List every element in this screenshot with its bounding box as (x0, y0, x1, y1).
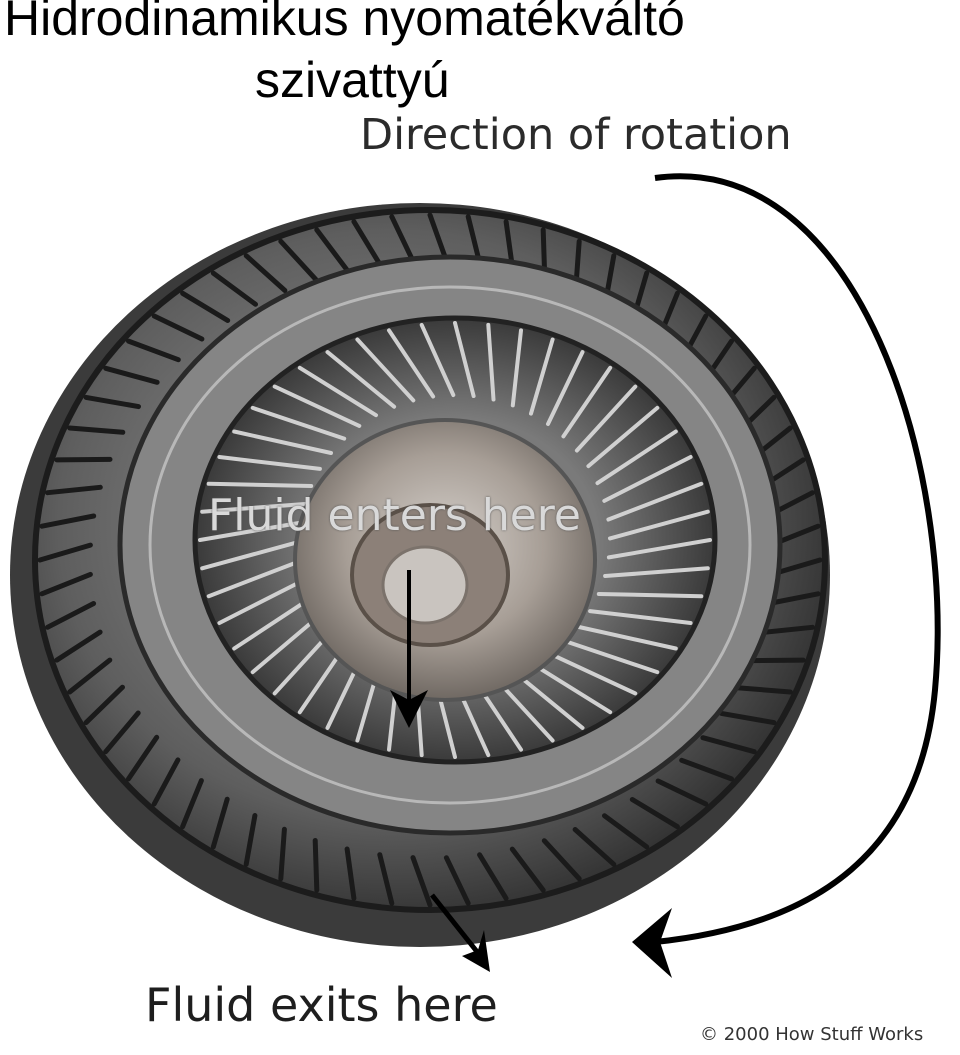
outer-vane (443, 855, 471, 906)
inner-blade (606, 538, 712, 560)
inner-blade (297, 365, 378, 418)
outer-vane (67, 657, 113, 695)
outer-vane (734, 685, 793, 695)
outer-vane (54, 629, 103, 663)
outer-vane (103, 365, 160, 385)
inner-blade (603, 566, 710, 578)
outer-vane (45, 601, 97, 630)
inner-blade (206, 558, 304, 599)
inner-blade (250, 405, 347, 441)
inner-blade (595, 429, 678, 486)
outer-vane (39, 513, 97, 529)
inner-blade (586, 405, 660, 469)
inner-blade (217, 455, 322, 471)
outer-vane (655, 778, 709, 807)
inner-blade (232, 429, 333, 455)
outer-vane (312, 838, 320, 893)
inner-blade (606, 481, 704, 522)
exits-label: Fluid exits here (145, 978, 498, 1032)
outer-vane (103, 710, 141, 755)
inner-blade (419, 322, 456, 397)
rotation-label: Direction of rotation (360, 110, 792, 160)
outer-vane (679, 757, 734, 782)
inner-blade (453, 321, 476, 398)
inner-blade (198, 520, 304, 542)
outer-vane (314, 227, 351, 274)
outer-vane (377, 852, 395, 906)
inner-blade (325, 350, 397, 409)
outer-vane (427, 212, 450, 265)
outer-vane (180, 778, 204, 830)
inner-blade (387, 328, 436, 399)
inner-blade (513, 671, 585, 730)
inner-blade (602, 455, 693, 503)
outer-vane (747, 657, 806, 664)
inner-blade (206, 481, 314, 488)
outer-vane (210, 270, 258, 307)
inner-blade (529, 337, 555, 416)
inner-blade (574, 384, 638, 453)
inner-blade (200, 539, 302, 571)
inner-blade (510, 328, 523, 408)
outer-vane (410, 855, 433, 908)
outer-vane (210, 796, 230, 850)
inner-blade (272, 384, 362, 428)
inner-blade (608, 509, 710, 541)
inner-blade (217, 577, 308, 625)
outer-vane (243, 813, 258, 867)
enters-arrowhead (390, 690, 428, 728)
outer-vane (151, 757, 181, 807)
inner-blade (548, 652, 638, 696)
inner-blade (532, 662, 613, 715)
outer-vane (180, 290, 231, 323)
inner-blade (200, 502, 307, 514)
outer-vane (83, 684, 125, 726)
middle-ring-highlight (148, 285, 752, 805)
outer-vane (126, 734, 160, 782)
outer-vane (37, 542, 93, 563)
outer-vane (67, 425, 126, 435)
outer-vane (629, 797, 680, 830)
outer-vane (389, 214, 417, 265)
inner-blade (588, 609, 693, 625)
rotation-arrowhead (632, 908, 672, 978)
outer-vane (278, 238, 319, 282)
inner-blade (232, 594, 315, 651)
outer-vane (719, 710, 777, 726)
outer-vane (45, 484, 103, 496)
exits-arrowhead (462, 930, 490, 972)
outer-vane (278, 826, 287, 882)
outer-vane (572, 827, 617, 867)
outer-vane (602, 813, 650, 850)
outer-vane (83, 394, 141, 410)
inner-blade (577, 625, 678, 651)
outer-vane (54, 456, 113, 463)
inner-blade (561, 365, 613, 439)
outer-vane (126, 338, 181, 363)
outer-vane (541, 838, 582, 882)
hub-center (381, 545, 469, 625)
outer-vane (151, 313, 205, 342)
inner-blade (355, 337, 416, 403)
title-line-1: Hidrodinamikus nyomatékváltó (4, 0, 685, 46)
exits-arrow (430, 893, 484, 960)
outer-vane (509, 846, 546, 893)
title-line-2: szivattyú (255, 52, 450, 108)
outer-vane (344, 846, 357, 901)
outer-vane (477, 852, 509, 901)
outer-vane (243, 253, 288, 293)
inner-blade (546, 350, 585, 426)
rotation-arrow (654, 173, 941, 945)
inner-blade (563, 639, 660, 675)
inner-blade (596, 592, 704, 599)
outer-vane (351, 219, 383, 268)
inner-blade (486, 322, 496, 402)
outer-vane (700, 735, 757, 755)
outer-vane (39, 571, 93, 597)
copyright-label: © 2000 How Stuff Works (700, 1024, 924, 1045)
outer-vane (757, 624, 815, 636)
enters-label: Fluid enters here (208, 490, 581, 541)
